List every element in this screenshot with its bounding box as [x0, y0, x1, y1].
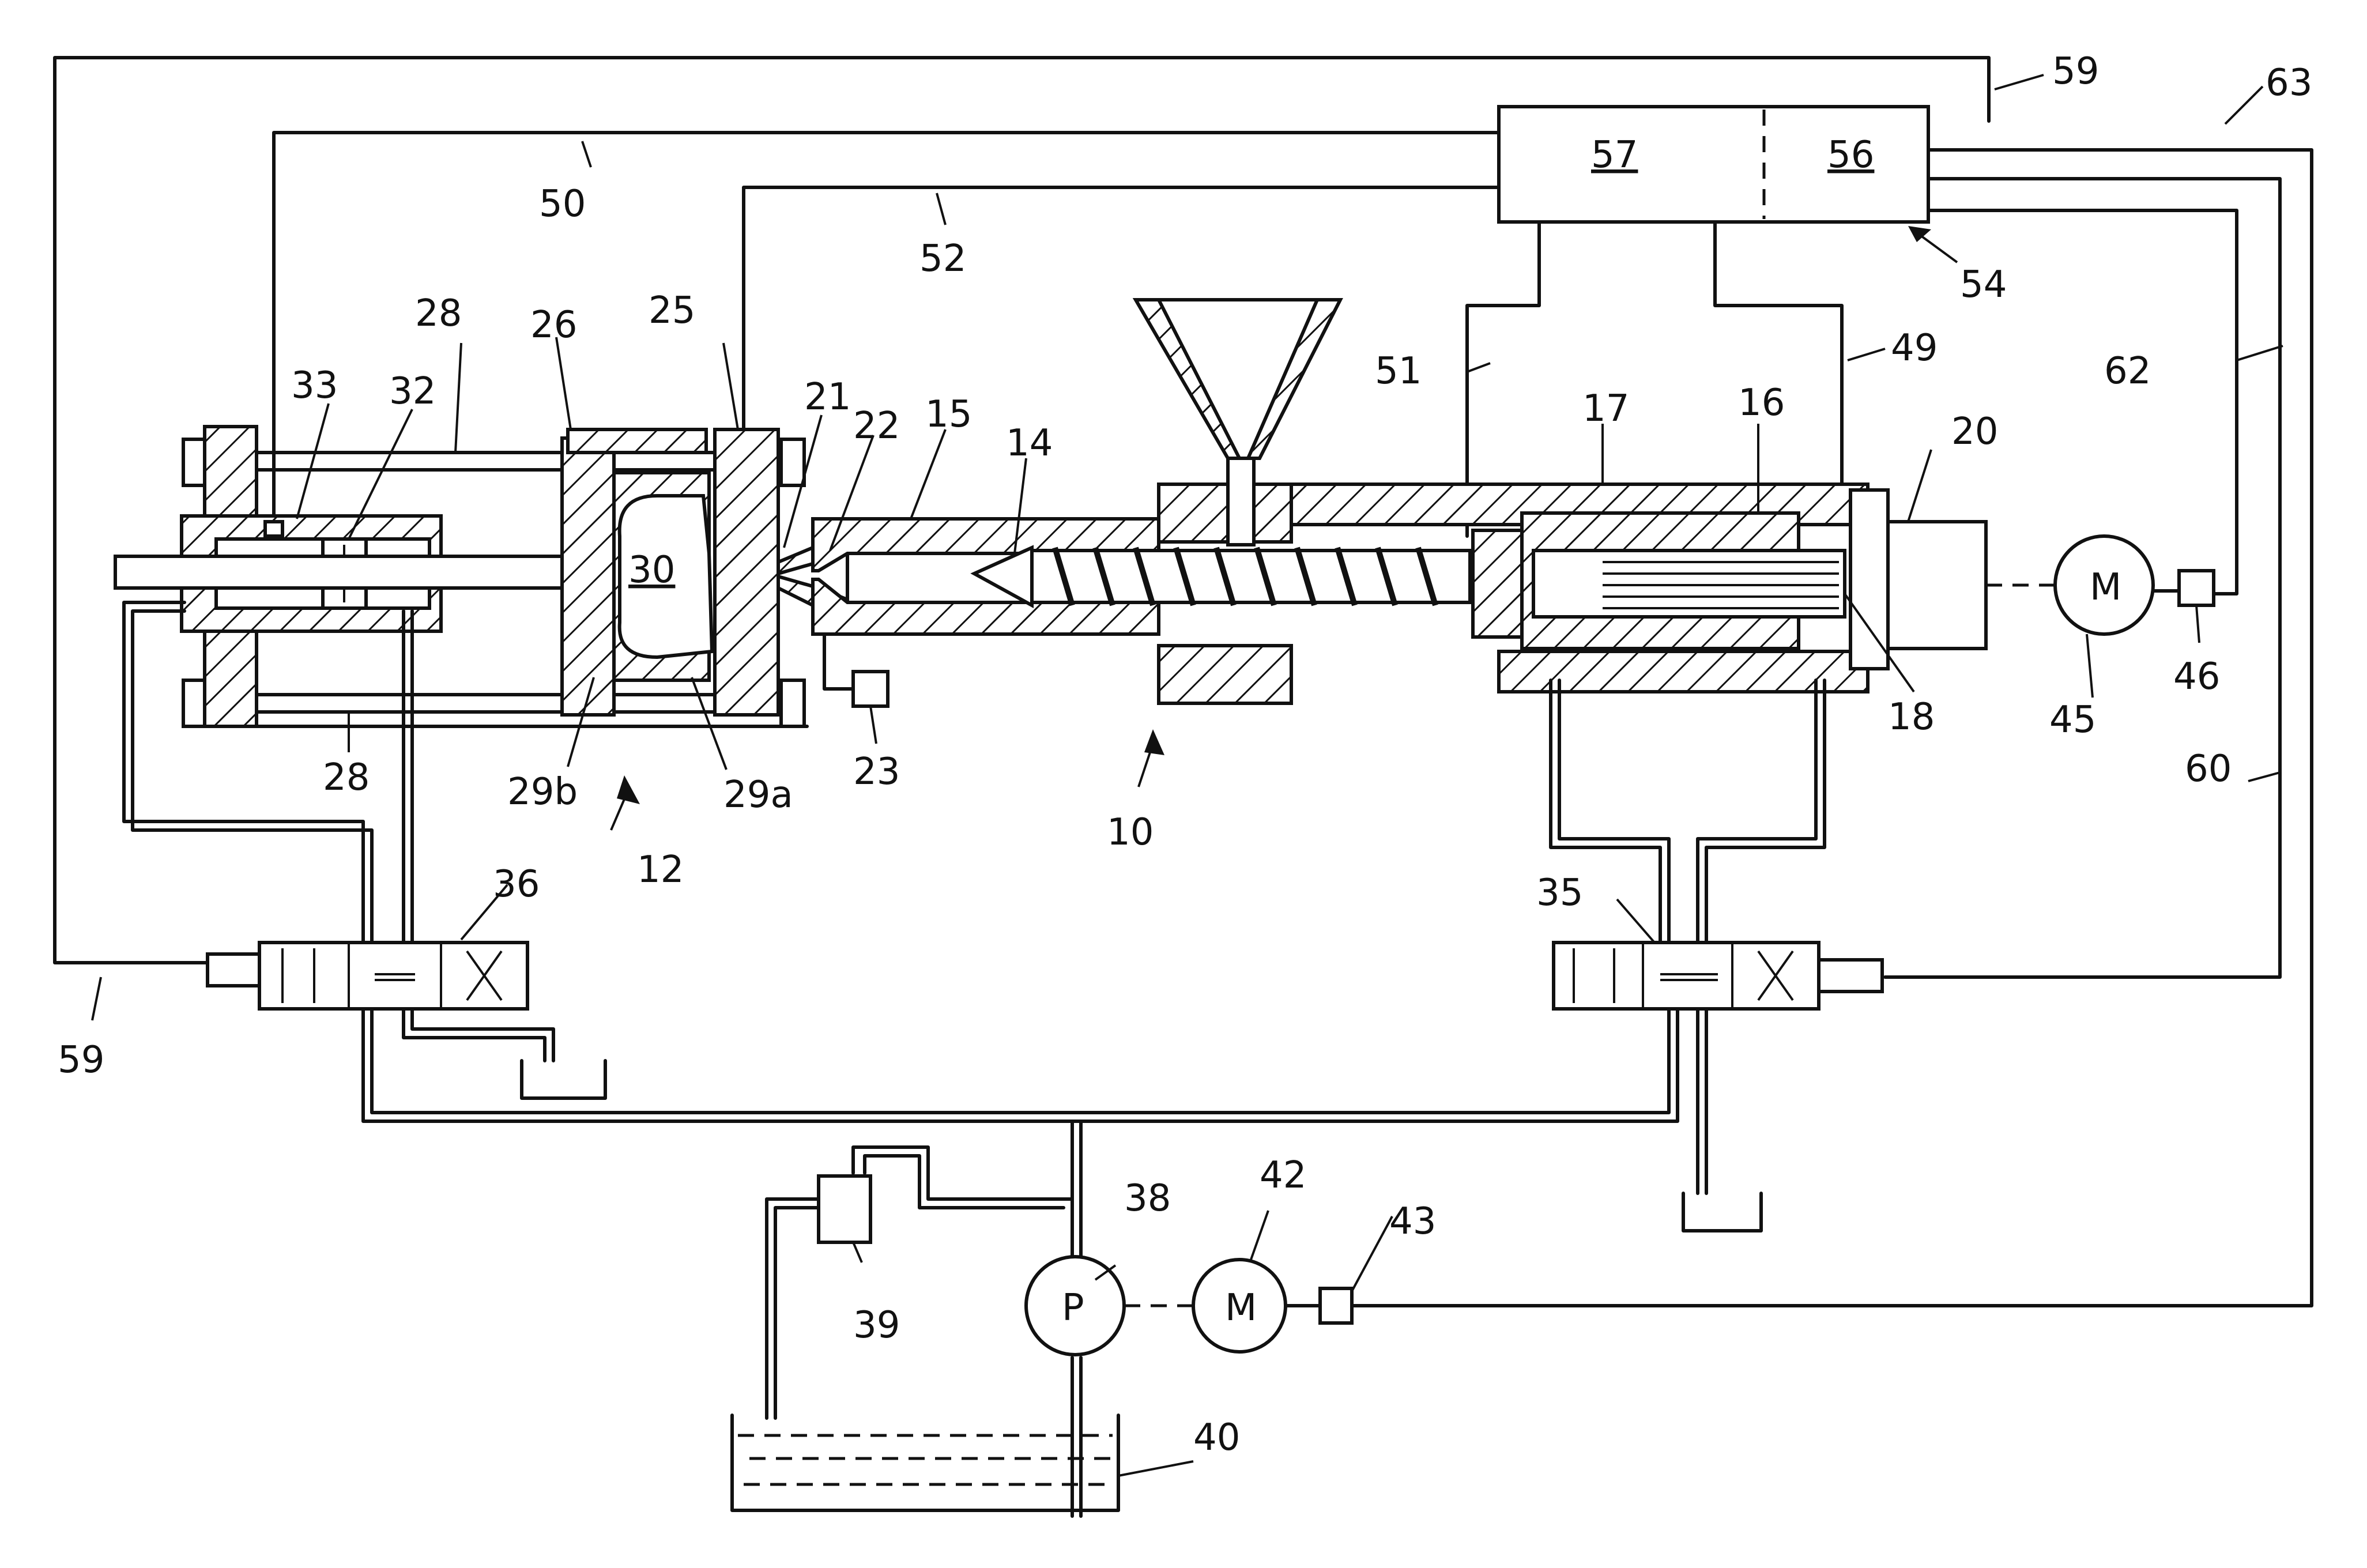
label-36: 36 [493, 863, 540, 906]
label-28-bottom: 28 [323, 756, 370, 799]
sensor-43 [1320, 1288, 1352, 1323]
label-26: 26 [530, 304, 577, 346]
signal-line-49 [1715, 222, 1842, 496]
label-49: 49 [1891, 327, 1938, 370]
label-20: 20 [1951, 410, 1998, 453]
label-52: 52 [919, 238, 966, 280]
label-39: 39 [853, 1304, 900, 1347]
label-14: 14 [1006, 422, 1053, 465]
label-10: 10 [1107, 811, 1154, 854]
label-59-left: 59 [58, 1039, 104, 1081]
label-28-top: 28 [415, 292, 462, 335]
label-21: 21 [804, 376, 851, 419]
label-23: 23 [853, 751, 900, 793]
label-46: 46 [2173, 655, 2220, 698]
label-63: 63 [2266, 62, 2312, 104]
label-33: 33 [291, 364, 338, 407]
label-54: 54 [1960, 263, 2007, 306]
label-51: 51 [1375, 350, 1422, 393]
valve-35 [1554, 943, 1882, 1009]
signal-line-52 [744, 187, 1499, 438]
valve-36 [208, 943, 527, 1009]
label-17: 17 [1582, 387, 1629, 430]
reference-labels: 59 63 50 52 54 28 26 25 33 32 21 22 15 1… [58, 50, 2312, 1459]
label-18: 18 [1888, 696, 1935, 738]
label-62: 62 [2104, 350, 2151, 393]
label-29a: 29a [723, 774, 793, 816]
label-35: 35 [1536, 872, 1583, 914]
label-40: 40 [1193, 1416, 1240, 1459]
label-42: 42 [1260, 1154, 1306, 1197]
hydraulic-lines: P M [124, 602, 1825, 1516]
label-29b: 29b [507, 771, 578, 813]
pump-glyph: P [1062, 1287, 1084, 1329]
controller-54: 57 56 [1499, 107, 1928, 222]
label-22: 22 [853, 405, 900, 447]
clamp-unit-12: 30 [115, 427, 807, 726]
label-60: 60 [2185, 748, 2232, 790]
label-45: 45 [2049, 699, 2096, 741]
label-56: 56 [1827, 134, 1874, 176]
motor-45-glyph: M [2090, 566, 2121, 609]
label-32: 32 [389, 370, 436, 413]
label-59-top: 59 [2052, 50, 2099, 93]
label-38: 38 [1124, 1177, 1171, 1220]
label-25: 25 [649, 289, 695, 332]
encoder-46 [2179, 571, 2214, 605]
label-30: 30 [628, 549, 675, 591]
motor-42-glyph: M [1225, 1287, 1257, 1329]
label-16: 16 [1738, 382, 1785, 424]
signal-line-63 [1352, 150, 2312, 1306]
label-50: 50 [539, 183, 586, 225]
label-15: 15 [925, 393, 972, 436]
label-57: 57 [1591, 134, 1638, 176]
pressure-sensor-23 [824, 634, 888, 706]
motor-45: M [2055, 536, 2214, 634]
relief-valve-39 [819, 1176, 870, 1242]
label-43: 43 [1389, 1200, 1436, 1243]
label-12: 12 [637, 849, 684, 891]
